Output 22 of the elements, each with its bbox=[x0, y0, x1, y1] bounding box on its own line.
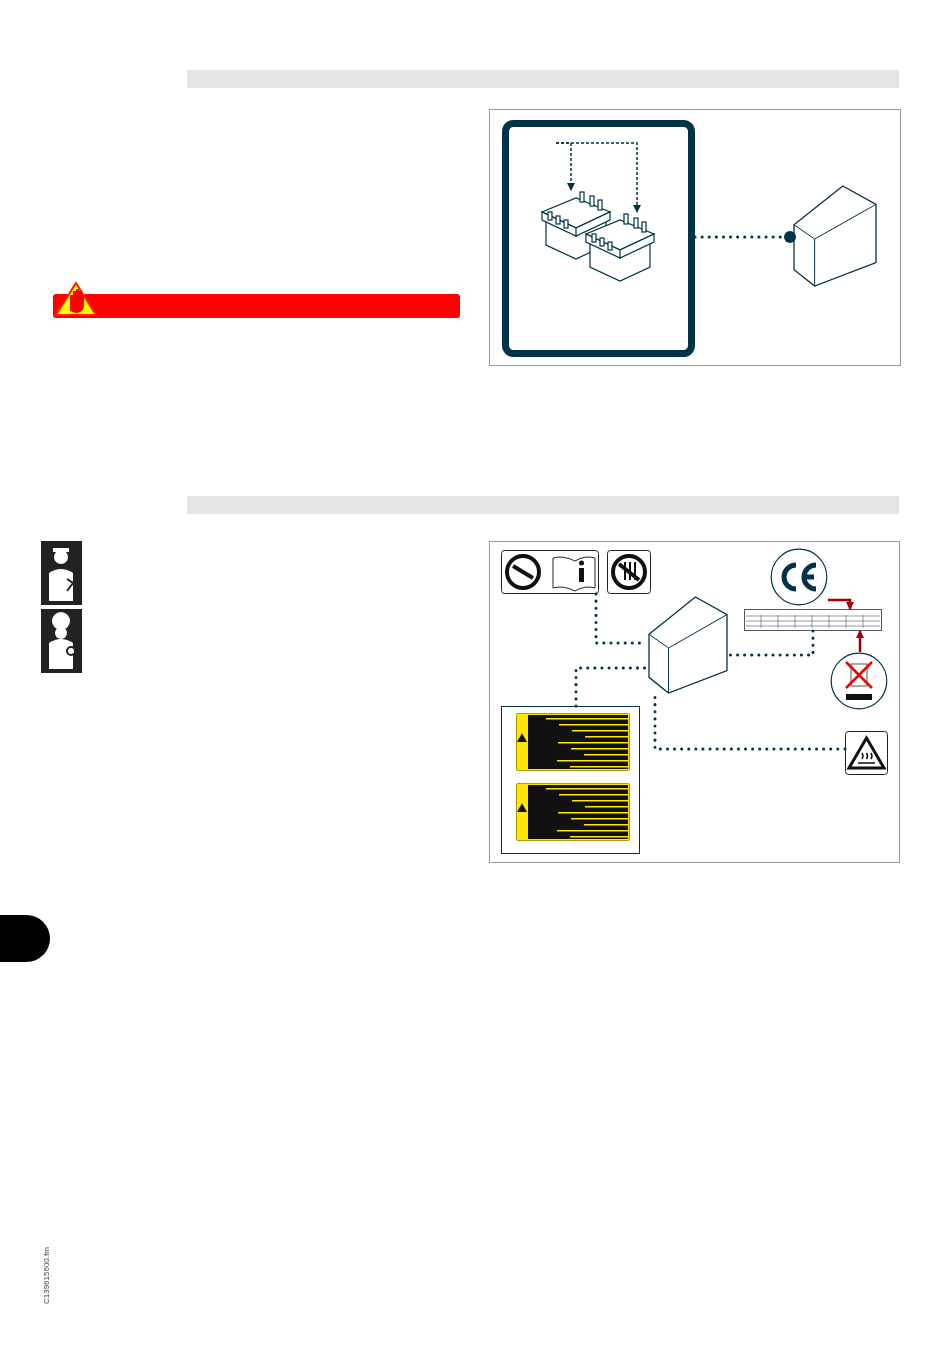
relay-drawing bbox=[584, 212, 656, 284]
warning-labels-frame bbox=[501, 706, 640, 854]
file-name-text: C139615600.fm bbox=[42, 1247, 51, 1304]
relay-drawing bbox=[540, 190, 612, 262]
dotted-leader-line bbox=[653, 693, 847, 751]
appliance-drawing bbox=[790, 186, 878, 288]
dotted-leader-line bbox=[727, 629, 815, 657]
appliance-drawing bbox=[645, 597, 729, 695]
no-touch-sign bbox=[607, 550, 651, 594]
dotted-leader-line bbox=[555, 142, 641, 213]
dotted-leader-line bbox=[574, 666, 647, 708]
ce-mark-icon bbox=[770, 548, 828, 606]
relay-panel-frame bbox=[502, 120, 695, 357]
rating-plate-drawing bbox=[744, 609, 882, 631]
crossed-bin-icon bbox=[830, 652, 888, 710]
arrow bbox=[856, 630, 864, 652]
warning-label-drawing bbox=[516, 713, 630, 771]
warning-label-drawing bbox=[516, 783, 630, 841]
no-water-jet-and-manual-sign bbox=[501, 550, 599, 594]
hot-surface-sign bbox=[845, 731, 888, 775]
dotted-leader-line bbox=[693, 231, 796, 243]
arrow bbox=[828, 598, 854, 610]
